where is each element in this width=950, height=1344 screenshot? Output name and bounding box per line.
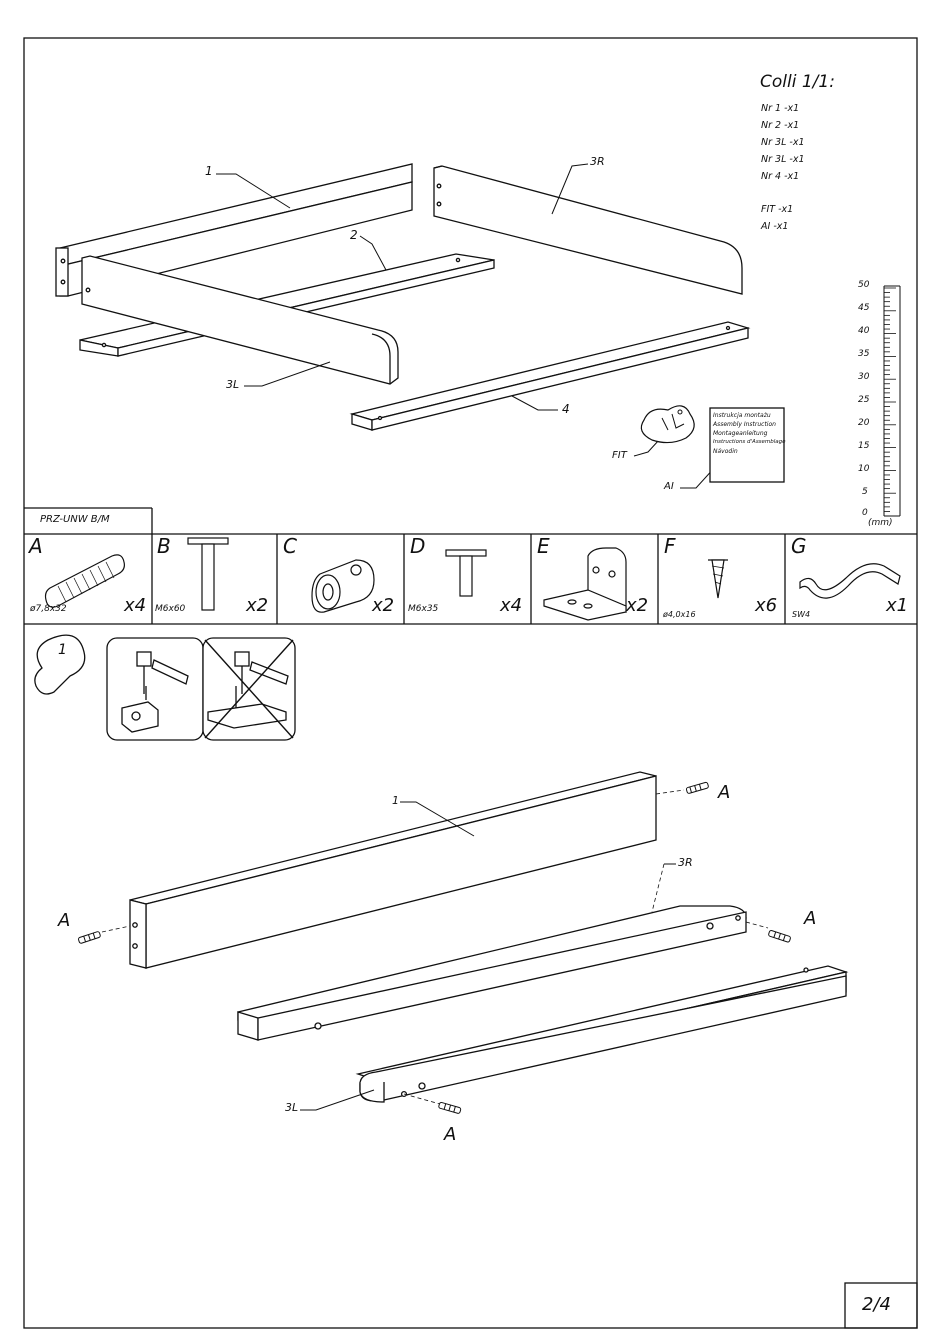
- dowel-label: A: [718, 782, 731, 803]
- colli-line: Nr 2 -x1: [761, 120, 800, 131]
- dowel-label: A: [444, 1124, 457, 1145]
- colli-line: FIT -x1: [761, 204, 794, 215]
- step-parts: [129, 771, 849, 1103]
- hardware-letter: B: [157, 534, 171, 558]
- fit-bag-icon: [640, 405, 695, 444]
- hardware-letter: F: [664, 534, 676, 558]
- screw-icon: [708, 559, 728, 599]
- colli-line: Nr 1 -x1: [761, 103, 800, 114]
- hardware-letter: A: [29, 534, 43, 558]
- step-part-label: 1: [392, 794, 399, 807]
- hardware-spec: SW4: [792, 610, 811, 619]
- ruler: [883, 285, 901, 517]
- ruler-tick-label: 30: [858, 372, 870, 382]
- colli-line: Nr 4 -x1: [761, 171, 800, 182]
- hardware-qty: x1: [886, 595, 909, 616]
- hardware-qty: x2: [246, 595, 269, 616]
- manual-line: Instructions d'Assemblage: [713, 439, 786, 445]
- page-number: 2/4: [862, 1294, 891, 1315]
- hardware-letter: C: [283, 534, 297, 558]
- ruler-tick-label: 5: [862, 487, 868, 497]
- ruler-tick-label: 25: [858, 395, 870, 405]
- part-label: 1: [205, 164, 213, 178]
- page-frame: [23, 37, 918, 1329]
- step-badge-icon: [34, 634, 86, 695]
- step-part-label: 3L: [285, 1101, 299, 1114]
- dowel-parts: [78, 781, 791, 1114]
- angle-bracket-icon: [543, 547, 627, 621]
- hardware-qty: x2: [372, 595, 395, 616]
- colli-line: Nr 3L -x1: [761, 137, 805, 148]
- part-label: 4: [562, 402, 570, 416]
- part-label: AI: [664, 481, 674, 492]
- part-label: 3R: [590, 155, 605, 168]
- hardware-qty: x2: [626, 595, 649, 616]
- hammer-instruction: [106, 637, 296, 741]
- hardware-qty: x4: [124, 595, 147, 616]
- colli-line: Nr 3L -x1: [761, 154, 805, 165]
- ruler-tick-label: 50: [858, 280, 870, 290]
- hardware-qty: x4: [500, 595, 523, 616]
- ruler-tick-label: 10: [858, 464, 870, 474]
- manual-line: Instrukcja montażu: [713, 412, 771, 419]
- ruler-unit: (mm): [868, 518, 893, 528]
- part-label: 2: [350, 228, 358, 242]
- ruler-tick-label: 0: [862, 508, 868, 518]
- manual-line: Návodin: [713, 448, 738, 455]
- hardware-letter: D: [410, 534, 426, 558]
- bolt-long-icon: [187, 537, 229, 611]
- hardware-spec: ø7,8x32: [30, 604, 67, 614]
- step-part-label: 3R: [678, 856, 693, 869]
- hex-key-icon: [799, 563, 901, 599]
- bolt-short-icon: [445, 549, 487, 597]
- hardware-letter: E: [537, 534, 550, 558]
- ruler-tick-label: 45: [858, 303, 870, 313]
- manual-line: Montageanleitung: [713, 430, 768, 437]
- colli-line: AI -x1: [761, 221, 789, 232]
- manual-box: [709, 407, 785, 483]
- product-code: PRZ-UNW B/M: [40, 514, 110, 525]
- overview-parts: [55, 163, 751, 431]
- dowel-icon: [44, 554, 125, 608]
- manual-line: Assembly Instruction: [713, 421, 776, 428]
- hardware-qty: x6: [755, 595, 778, 616]
- dowel-label: A: [804, 908, 817, 929]
- ruler-tick-label: 20: [858, 418, 870, 428]
- hardware-letter: G: [791, 534, 807, 558]
- part-label: FIT: [612, 450, 627, 461]
- ruler-tick-label: 15: [858, 441, 870, 451]
- step-number: 1: [58, 642, 67, 658]
- hardware-spec: ø4,0x16: [663, 610, 696, 619]
- dowel-label: A: [58, 910, 71, 931]
- part-label: 3L: [226, 378, 240, 391]
- hardware-spec: M6x35: [408, 604, 439, 614]
- cam-nut-icon: [311, 559, 375, 613]
- ruler-tick-label: 35: [858, 349, 870, 359]
- hardware-spec: M6x60: [155, 604, 186, 614]
- colli-title: Colli 1/1:: [760, 72, 835, 92]
- ruler-tick-label: 40: [858, 326, 870, 336]
